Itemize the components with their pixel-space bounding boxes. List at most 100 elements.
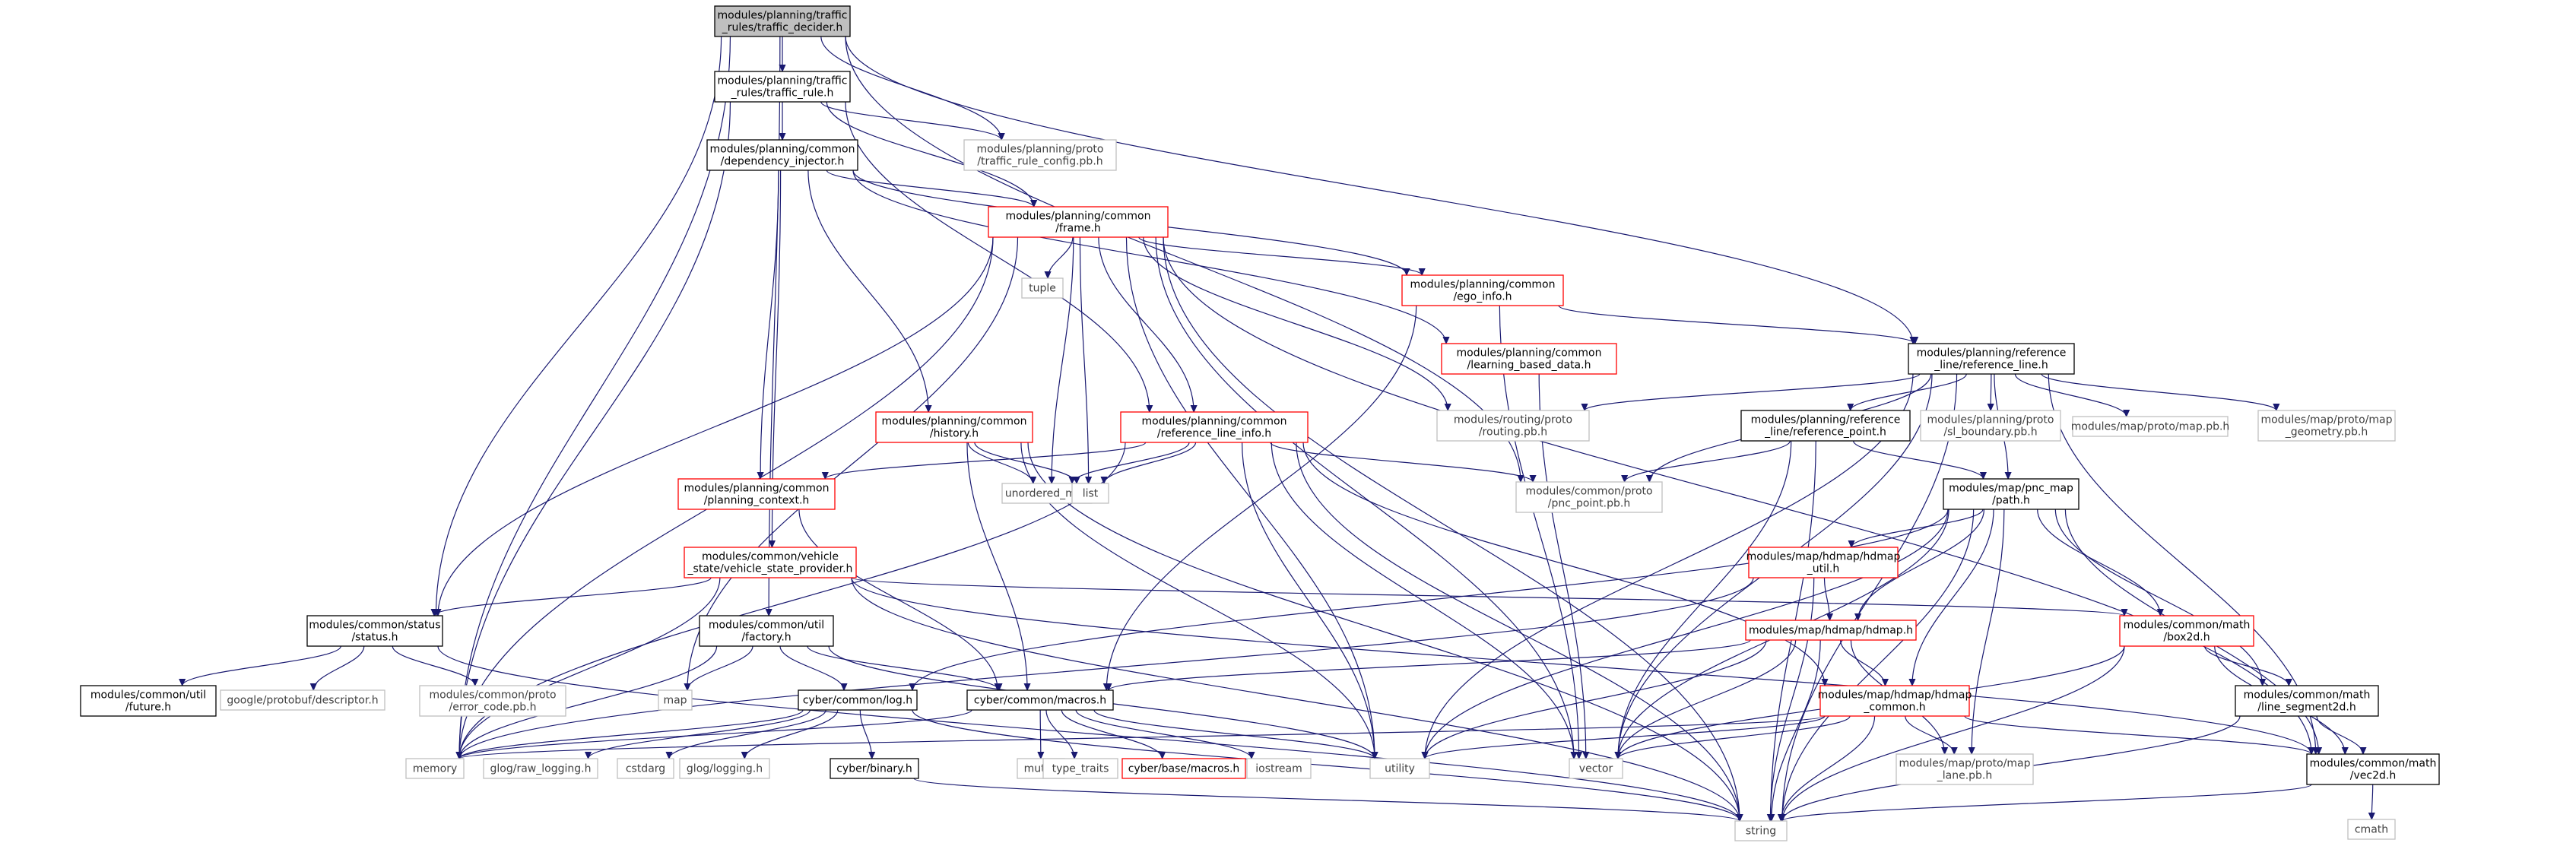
node-label: /planning_context.h — [704, 495, 810, 507]
edge-cyber-log-to-glog-logging — [744, 709, 839, 759]
node-util-factory[interactable]: modules/common/util/factory.h — [699, 615, 834, 647]
node-box — [1021, 277, 1064, 299]
node-label: type_traits — [1052, 763, 1109, 775]
edge-frame-to-string — [1163, 236, 1740, 821]
edge-traffic-rule-to-reference-line-info — [845, 101, 1150, 412]
node-traffic-rule-config[interactable]: modules/planning/proto/traffic_rule_conf… — [963, 139, 1117, 171]
node-box — [405, 758, 465, 779]
edge-hdmap-to-cyber-macros — [1109, 639, 1751, 690]
node-label: tuple — [1029, 283, 1056, 295]
node-label: cyber/binary.h — [836, 763, 912, 775]
edge-cyber-macros-to-memory — [459, 709, 972, 759]
edge-history-to-cyber-macros — [966, 442, 1027, 690]
node-map[interactable]: map — [658, 689, 693, 711]
node-cmath[interactable]: cmath — [2347, 819, 2396, 840]
node-box — [2347, 819, 2396, 840]
edge-hdmap-to-vector — [1618, 639, 1797, 759]
node-learning-based-data[interactable]: modules/planning/common/learning_based_d… — [1441, 343, 1617, 375]
node-pnc-path[interactable]: modules/map/pnc_map/path.h — [1943, 478, 2080, 510]
node-reference-point[interactable]: modules/planning/reference_line/referenc… — [1740, 410, 1911, 442]
edge-traffic-rule-to-memory — [459, 101, 731, 759]
node-box2d[interactable]: modules/common/math/box2d.h — [2119, 615, 2254, 647]
node-label: /history.h — [930, 428, 979, 440]
edge-cyber-macros-to-iostream — [1075, 709, 1252, 759]
node-reference-line[interactable]: modules/planning/reference_line/referenc… — [1908, 343, 2075, 375]
node-status[interactable]: modules/common/status/status.h — [306, 615, 443, 647]
node-map-geometry-pb[interactable]: modules/map/proto/map_geometry.pb.h — [2257, 410, 2396, 442]
node-label: modules/planning/traffic — [717, 75, 847, 87]
edge-vehicle-state-provider-to-string — [851, 577, 1740, 821]
node-box — [714, 71, 851, 103]
node-reference-line-info[interactable]: modules/planning/common/reference_line_i… — [1120, 411, 1309, 443]
node-utility[interactable]: utility — [1369, 758, 1430, 779]
node-cyber-log[interactable]: cyber/common/log.h — [798, 689, 918, 711]
node-cyber-binary[interactable]: cyber/binary.h — [830, 758, 919, 779]
node-label: /status.h — [351, 632, 398, 644]
node-dependency-injector[interactable]: modules/planning/common/dependency_injec… — [706, 139, 858, 171]
node-descriptor[interactable]: google/protobuf/descriptor.h — [220, 689, 385, 711]
node-cyber-macros[interactable]: cyber/common/macros.h — [966, 689, 1114, 711]
edge-util-factory-to-memory — [459, 645, 718, 759]
node-box — [1740, 410, 1911, 442]
node-hdmap[interactable]: modules/map/hdmap/hdmap.h — [1745, 620, 1917, 641]
node-frame[interactable]: modules/planning/common/frame.h — [988, 206, 1169, 238]
node-label: glog/raw_logging.h — [490, 763, 592, 775]
node-type-traits[interactable]: type_traits — [1042, 758, 1118, 779]
node-base-macros[interactable]: cyber/base/macros.h — [1121, 758, 1246, 779]
node-string[interactable]: string — [1734, 820, 1788, 841]
edge-hdmap-util-to-memory — [459, 577, 1754, 759]
edge-history-to-unordered-map — [967, 442, 1033, 483]
edge-hdmap-util-to-hdmap — [1823, 577, 1830, 620]
node-box — [1569, 758, 1623, 779]
edge-box2d-to-line-segment2d — [2204, 645, 2289, 686]
edge-cyber-macros-to-mutex — [1040, 709, 1041, 759]
node-box — [1819, 685, 1970, 717]
edge-reference-line-info-to-string — [1296, 442, 1740, 821]
node-util-future[interactable]: modules/common/util/future.h — [80, 685, 217, 717]
node-map-lane-pb[interactable]: modules/map/proto/map_lane.pb.h — [1896, 753, 2034, 785]
node-line-segment2d[interactable]: modules/common/math/line_segment2d.h — [2235, 685, 2379, 717]
node-raw-logging[interactable]: glog/raw_logging.h — [483, 758, 598, 779]
node-label: modules/common/vehicle — [702, 551, 839, 563]
node-traffic-rule[interactable]: modules/planning/traffic_rules/traffic_r… — [714, 71, 851, 103]
node-box — [2119, 615, 2254, 647]
node-label: cmath — [2355, 824, 2388, 836]
node-root[interactable]: modules/planning/traffic_rules/traffic_d… — [714, 5, 851, 37]
node-vec2d[interactable]: modules/common/math/vec2d.h — [2306, 753, 2440, 785]
node-glog-logging[interactable]: glog/logging.h — [679, 758, 770, 779]
node-ego-info[interactable]: modules/planning/common/ego_info.h — [1401, 274, 1564, 306]
node-sl-boundary-pb[interactable]: modules/planning/proto/sl_boundary.pb.h — [1920, 410, 2061, 442]
node-label: /reference_line_info.h — [1157, 428, 1271, 440]
edge-reference-line-info-to-pnc-point-pb — [1270, 442, 1533, 482]
edge-pnc-path-to-utility — [1425, 509, 1949, 759]
node-history[interactable]: modules/planning/common/history.h — [875, 411, 1033, 443]
edge-reference-line-to-routing-pb — [1585, 373, 1921, 410]
node-box — [483, 758, 598, 779]
nodes: modules/planning/traffic_rules/traffic_d… — [80, 5, 2440, 841]
node-routing-pb[interactable]: modules/routing/proto/routing.pb.h — [1436, 410, 1590, 442]
node-pnc-point-pb[interactable]: modules/common/proto/pnc_point.pb.h — [1515, 481, 1663, 513]
node-hdmap-common[interactable]: modules/map/hdmap/hdmap_common.h — [1818, 685, 1972, 717]
node-cstdarg[interactable]: cstdarg — [617, 758, 674, 779]
edge-frame-to-vector — [1155, 236, 1574, 759]
edge-reference-line-info-to-planning-context — [825, 442, 1147, 479]
node-label: google/protobuf/descriptor.h — [227, 695, 378, 707]
node-label: modules/planning/common — [1142, 416, 1287, 428]
node-iostream[interactable]: iostream — [1246, 758, 1312, 779]
node-box — [966, 689, 1114, 711]
edge-hdmap-common-to-vector — [1618, 715, 1851, 759]
node-label: modules/planning/common — [882, 416, 1027, 428]
node-vehicle-state-provider[interactable]: modules/common/vehicle_state/vehicle_sta… — [684, 547, 857, 578]
node-error-code-pb[interactable]: modules/common/proto/error_code.pb.h — [419, 685, 566, 717]
node-box — [1734, 820, 1788, 841]
node-map-pb[interactable]: modules/map/proto/map.pb.h — [2071, 416, 2230, 437]
node-list[interactable]: list — [1071, 483, 1109, 504]
node-tuple[interactable]: tuple — [1021, 277, 1064, 299]
node-box — [1943, 478, 2080, 510]
node-planning-context[interactable]: modules/planning/common/planning_context… — [677, 478, 836, 510]
edge-cyber-log-to-cyber-binary — [859, 709, 871, 759]
node-hdmap-util[interactable]: modules/map/hdmap/hdmap_util.h — [1746, 547, 1901, 578]
node-vector[interactable]: vector — [1569, 758, 1623, 779]
node-memory[interactable]: memory — [405, 758, 465, 779]
node-box — [658, 689, 693, 711]
